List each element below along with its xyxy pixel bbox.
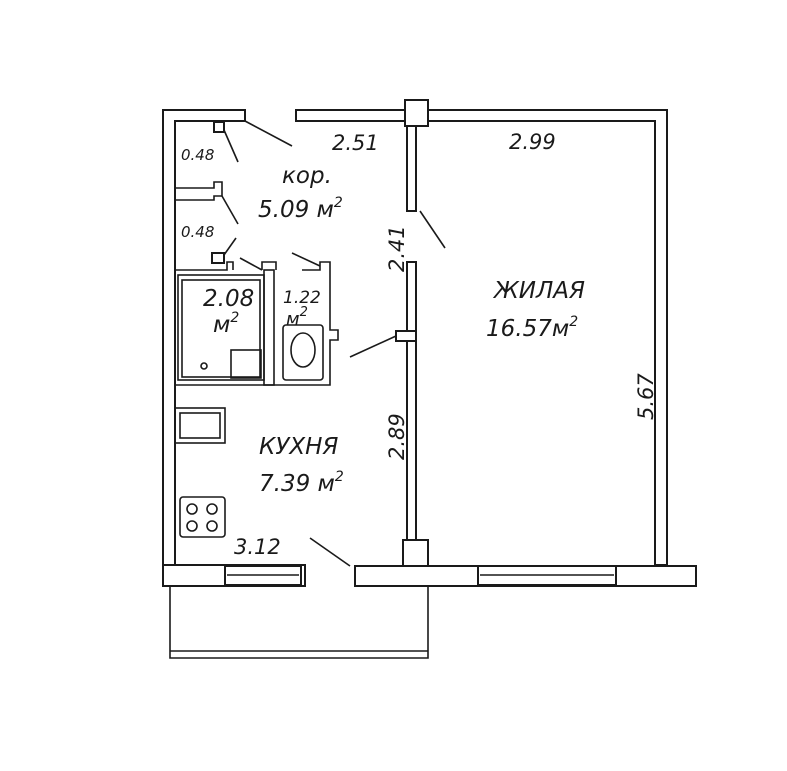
- dim-partition-lower: 2.89: [385, 413, 409, 460]
- living-name: ЖИЛАЯ: [492, 278, 585, 304]
- dim-corridor-width: 2.51: [332, 131, 379, 155]
- corridor-area: 5.09 м2: [258, 195, 343, 223]
- dim-partition-upper: 2.41: [385, 225, 409, 272]
- bath-unit: м2: [213, 310, 239, 338]
- labels: кор. 5.09 м2 0.48 0.48 2.08 м2 1.22 м2 К…: [181, 130, 658, 559]
- dim-living-width: 2.99: [509, 130, 556, 154]
- closet-walls: [175, 121, 239, 264]
- closet-top-area: 0.48: [181, 146, 214, 164]
- corridor-name: кор.: [282, 163, 332, 189]
- toilet-area: 1.22: [283, 288, 321, 308]
- living-area: 16.57м2: [486, 314, 578, 342]
- dim-kitchen-width: 3.12: [234, 535, 281, 559]
- bath-area: 2.08: [203, 286, 254, 312]
- kitchen-fixtures: [174, 407, 226, 538]
- bathroom-block: [175, 252, 339, 386]
- closet-bottom-area: 0.48: [181, 223, 214, 241]
- kitchen-area: 7.39 м2: [259, 469, 344, 497]
- central-partition: [395, 125, 417, 541]
- door-swings: [244, 120, 446, 567]
- kitchen-name: КУХНЯ: [259, 434, 338, 460]
- balcony: [169, 586, 429, 659]
- windows: [224, 565, 617, 586]
- toilet-unit: м2: [286, 305, 308, 330]
- dim-living-depth: 5.67: [634, 373, 658, 420]
- exterior-walls: [162, 99, 697, 587]
